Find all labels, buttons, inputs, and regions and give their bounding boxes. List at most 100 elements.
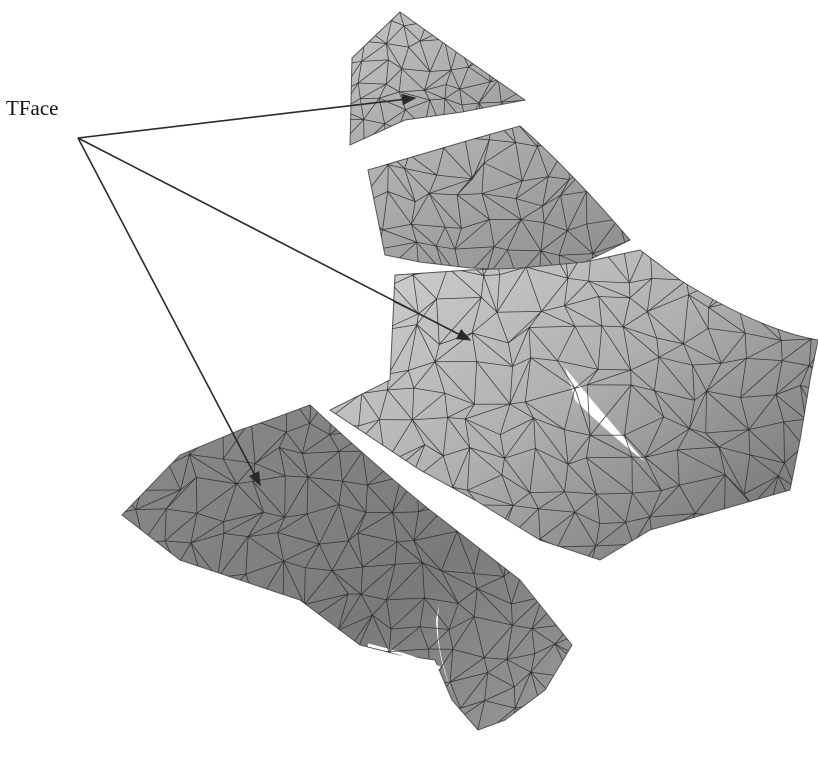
mesh-edge — [687, 280, 724, 281]
mesh-edge — [569, 169, 585, 180]
mesh-edge — [341, 649, 357, 660]
mesh-edge — [582, 679, 595, 712]
mesh-edge — [346, 277, 350, 296]
mesh-edge — [678, 238, 711, 245]
mesh-edge — [109, 738, 153, 742]
mesh-edge — [440, 32, 444, 39]
mesh-edge — [585, 169, 586, 192]
mesh-edge — [467, 0, 485, 23]
mesh-edge — [810, 567, 818, 581]
mesh-edge — [440, 9, 442, 32]
mesh-edge — [303, 658, 338, 683]
mesh-edge — [194, 700, 225, 701]
mesh-edge — [528, 88, 529, 100]
mesh-edge — [376, 676, 400, 687]
mesh-edge — [754, 551, 781, 578]
mesh-edge — [359, 163, 388, 165]
mesh-edge — [111, 538, 144, 542]
mesh-edge — [420, 128, 425, 150]
mesh-edge — [145, 568, 163, 605]
mesh-edge — [483, 505, 486, 533]
mesh-edge — [111, 538, 119, 575]
mesh-edge — [521, 45, 524, 64]
mesh-edge — [124, 619, 148, 646]
mesh-edge — [383, 330, 389, 374]
mesh-edge — [199, 596, 225, 602]
mesh-edge — [443, 131, 448, 145]
mesh-edge — [678, 238, 687, 280]
mesh-edge — [540, 90, 547, 98]
mesh-edge — [225, 701, 251, 740]
mesh-edge — [177, 566, 198, 567]
mesh-edge — [573, 127, 593, 128]
mesh-edge — [780, 238, 796, 279]
mesh-edge — [529, 90, 547, 100]
mesh-edge — [540, 704, 562, 744]
mesh-edge — [614, 164, 623, 195]
mesh-edge — [524, 31, 539, 45]
mesh-edge — [539, 31, 544, 50]
mesh-edge — [281, 706, 314, 732]
mesh-edge — [568, 559, 584, 563]
mesh-edge — [225, 678, 250, 690]
mesh-edge — [482, 123, 499, 130]
mesh-edge — [320, 374, 362, 393]
mesh-edge — [193, 627, 225, 631]
mesh-edge — [625, 228, 651, 243]
mesh-edge — [165, 394, 170, 433]
mesh-edge — [464, 21, 487, 47]
mesh-edge — [528, 88, 547, 90]
mesh-edge — [723, 569, 748, 579]
mesh-edge — [114, 483, 141, 490]
mesh-edge — [106, 422, 111, 466]
mesh-edge — [195, 409, 196, 425]
mesh-edge — [151, 681, 178, 716]
mesh-edge — [109, 391, 111, 422]
mesh-edge — [109, 717, 151, 739]
mesh-edge — [779, 238, 780, 279]
mesh-edge — [149, 645, 179, 681]
mesh-edge — [106, 464, 140, 465]
mesh-edge — [218, 578, 225, 596]
mesh-edge — [585, 580, 634, 582]
mesh-edge — [585, 169, 613, 195]
mesh-edge — [781, 547, 798, 578]
mesh-edge — [114, 483, 136, 510]
mesh-edge — [303, 658, 342, 660]
mesh-edge — [500, 29, 524, 45]
mesh-edge — [276, 615, 317, 618]
mesh-edge — [368, 676, 376, 716]
mesh-edge — [766, 544, 781, 578]
mesh-edge — [468, 47, 487, 67]
mesh-edge — [806, 265, 815, 306]
mesh-edge — [236, 408, 260, 409]
mesh-edge — [193, 602, 199, 631]
mesh-edge — [622, 164, 648, 170]
mesh-edge — [519, 119, 540, 122]
mesh-edge — [524, 45, 547, 68]
mesh-edge — [379, 249, 383, 274]
mesh-edge — [177, 671, 200, 714]
mesh-edge — [795, 487, 800, 521]
mesh-edge — [338, 660, 341, 683]
mesh-edge — [338, 146, 366, 169]
mesh-edge — [501, 102, 519, 119]
mesh-edge — [302, 676, 338, 684]
mesh-edge — [651, 228, 654, 256]
mesh-edge — [169, 713, 177, 738]
mesh-edge — [521, 64, 528, 88]
mesh-edge — [535, 539, 540, 583]
mesh-edge — [569, 128, 572, 141]
mesh-edge — [683, 517, 724, 535]
mesh-edge — [140, 587, 163, 605]
mesh-edge — [586, 192, 613, 195]
mesh-edge — [447, 505, 487, 506]
mesh-edge — [774, 305, 807, 313]
mesh-edge — [800, 505, 818, 521]
mesh-edge — [724, 237, 742, 280]
mesh-edge — [198, 566, 199, 602]
mesh-edge — [563, 563, 567, 596]
mesh-edge — [424, 128, 442, 131]
mesh-edge — [169, 739, 201, 743]
